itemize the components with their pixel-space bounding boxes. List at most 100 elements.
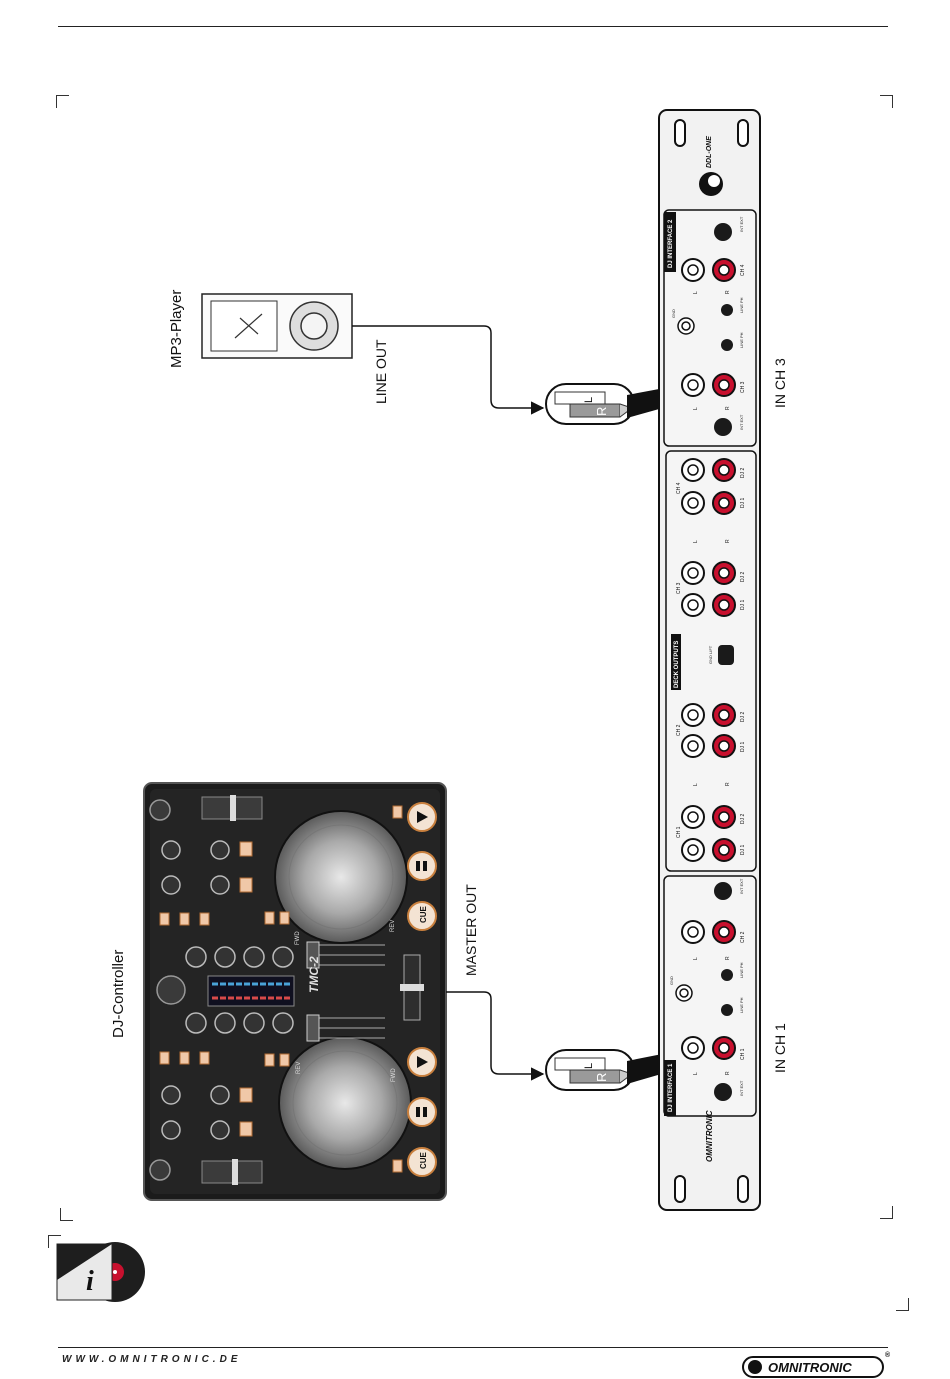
rca-jack-pin: [687, 464, 699, 476]
label-int-ext-mid: INT EXT: [739, 414, 744, 430]
mp3-player: [201, 293, 353, 359]
rca-jacks: [681, 258, 736, 1060]
rca-jack-pin: [687, 497, 699, 509]
label-dj2-ch4: DJ 2: [740, 468, 746, 479]
dj-controller: [143, 782, 447, 1201]
rca-jack-pin: [718, 740, 730, 752]
crop-mark-info: [48, 1235, 61, 1248]
rca-jack-pin: [687, 709, 699, 721]
label-in-ch1: IN CH 1: [772, 1023, 788, 1073]
rca-jack-pin: [718, 844, 730, 856]
label-r-ch3: R: [725, 406, 731, 410]
rca-plug-bottom: [545, 1049, 635, 1091]
plug-top-l-letter: L: [583, 397, 595, 403]
cable-master-out: [446, 991, 545, 1081]
label-fwd-bottom: FWD: [391, 1068, 397, 1082]
label-line-phono-2: LINE PH: [739, 332, 744, 348]
rca-jack-pin: [687, 811, 699, 823]
label-model: DDL-ONE: [706, 136, 713, 168]
label-dj-controller: DJ-Controller: [110, 949, 127, 1038]
label-l-ch4: L: [693, 291, 699, 294]
label-l-ch3: L: [693, 407, 699, 410]
label-deck-ch2: CH 2: [676, 724, 682, 736]
rca-jack-pin: [718, 264, 730, 276]
controller-model: TMC-2: [307, 956, 321, 993]
label-mp3-player: MP3-Player: [168, 289, 185, 368]
rca-jack-pin: [687, 740, 699, 752]
label-r-deck-ch4: R: [725, 539, 731, 543]
label-r-ch4: R: [725, 290, 731, 294]
label-l-ch1: L: [693, 1072, 699, 1075]
label-dj2-ch3: DJ 2: [740, 572, 746, 583]
crop-mark-bottom-left: [60, 1208, 73, 1221]
rca-plug-top: [545, 383, 635, 425]
rca-jack-pin: [718, 811, 730, 823]
label-in-ch3: IN CH 3: [772, 358, 788, 408]
label-deck-ch4: CH 4: [676, 482, 682, 494]
label-r-ch2: R: [725, 956, 731, 960]
rca-jack-pin: [718, 379, 730, 391]
rca-jack-pin: [687, 844, 699, 856]
label-dj2-ch1: DJ 2: [740, 814, 746, 825]
label-line-out: LINE OUT: [373, 339, 389, 404]
label-int-ext-bottom: INT EXT: [739, 1080, 744, 1096]
label-fwd: FWD: [295, 931, 301, 945]
rack-buttons: [714, 223, 734, 1101]
label-r-deck-ch1: R: [725, 782, 731, 786]
label-rev-top: REV: [390, 920, 396, 932]
registered-mark: ®: [884, 1352, 890, 1359]
cue-button-bottom: CUE: [419, 1151, 428, 1169]
label-l-deck-ch1: L: [693, 783, 699, 786]
cable-line-out: [352, 325, 545, 415]
label-dj-interface-1: DJ INTERFACE 1: [668, 1063, 674, 1112]
label-gnd-top: GND: [671, 309, 676, 318]
rca-jack-pin: [687, 567, 699, 579]
footer-brand-text: OMNITRONIC: [768, 1359, 852, 1375]
label-int-ext-lower: INT EXT: [739, 878, 744, 894]
label-line-phono-4: LINE PH: [739, 997, 744, 1013]
label-dj1-ch3: DJ 1: [740, 600, 746, 611]
omnitronic-logo-icon: [748, 1360, 762, 1374]
label-dj1-ch4: DJ 1: [740, 498, 746, 509]
label-int-ext-top: INT EXT: [739, 216, 744, 232]
footer-url[interactable]: WWW.OMNITRONIC.DE: [62, 1354, 242, 1365]
rca-jack-pin: [718, 709, 730, 721]
label-deck-ch3: CH 3: [676, 582, 682, 594]
plug-top-r-letter: R: [594, 407, 609, 416]
rca-jack-pin: [718, 926, 730, 938]
label-dj-interface-2: DJ INTERFACE 2: [668, 219, 674, 268]
label-rev-bottom: REV: [296, 1062, 302, 1074]
crop-mark-info-right: [896, 1298, 909, 1311]
svg-text:i: i: [86, 1266, 94, 1297]
footer-logo: OMNITRONIC ®: [742, 1352, 890, 1378]
crop-mark-top-left: [56, 95, 69, 108]
label-dj1-ch1: DJ 1: [740, 845, 746, 856]
label-master-out: MASTER OUT: [463, 884, 479, 976]
label-ch2-module: CH 2: [740, 931, 746, 943]
label-line-phono-3: LINE PH: [739, 962, 744, 978]
rca-jack-pin: [687, 264, 699, 276]
rca-jack-pin: [718, 599, 730, 611]
label-gnd-lift: GND LIFT: [708, 645, 713, 664]
crop-mark-top-right: [880, 95, 893, 108]
rca-jack-pin: [718, 464, 730, 476]
rca-jack-pin: [718, 1042, 730, 1054]
info-icon: i: [56, 1242, 145, 1302]
label-r-ch1: R: [725, 1071, 731, 1075]
label-ch1-module: CH 1: [740, 1048, 746, 1060]
crop-mark-bottom-right: [880, 1206, 893, 1219]
label-l-ch2: L: [693, 957, 699, 960]
label-ch3-module: CH 3: [740, 381, 746, 393]
label-l-deck-ch4: L: [693, 540, 699, 543]
cue-button-top: CUE: [419, 905, 428, 923]
gnd-terminals: [675, 317, 695, 1002]
top-rule: [58, 26, 888, 27]
rca-jack-pin: [687, 599, 699, 611]
label-dj2-ch2: DJ 2: [740, 712, 746, 723]
label-line-phono-1: LINE PH: [739, 297, 744, 313]
rca-jack-pin: [687, 926, 699, 938]
bottom-rule: [58, 1347, 888, 1348]
plug-bottom-r-letter: R: [594, 1073, 609, 1082]
